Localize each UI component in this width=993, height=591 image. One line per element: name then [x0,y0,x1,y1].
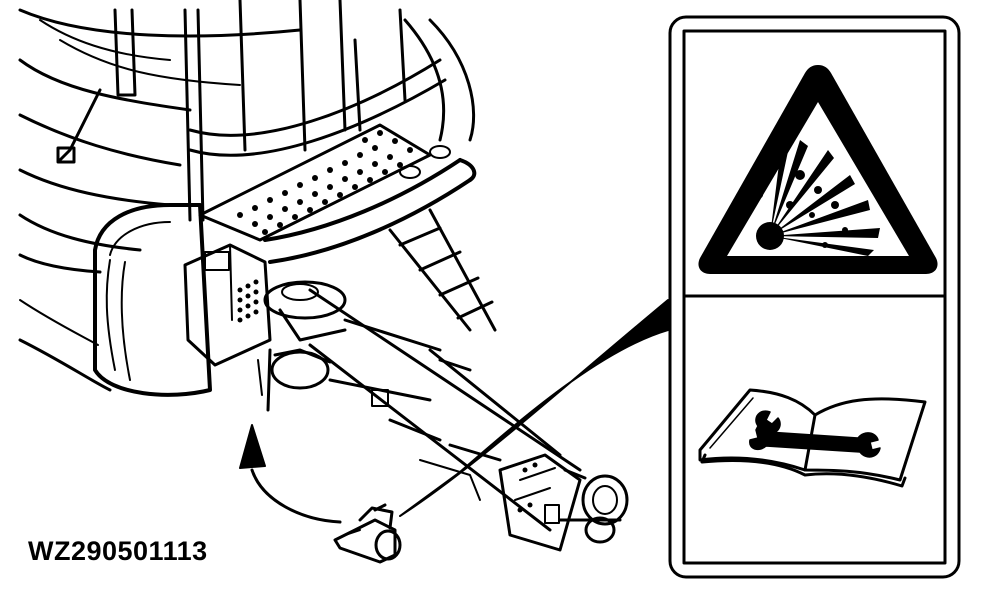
hitch-pin-detail [333,503,402,564]
explosion-hazard-icon [698,65,938,274]
hitch-bracket [183,243,272,412]
service-manual-icon [698,388,927,488]
rear-bumper [263,145,477,264]
cab-railing [56,0,447,222]
location-arrow [239,424,342,524]
machine-illustration [18,0,629,552]
safety-decal [668,15,961,579]
figure-id-label: WZ290501113 [28,536,208,566]
drawbar-coupler [498,453,629,552]
tow-hitch [263,280,347,390]
machine-body [18,8,476,274]
rear-fender [18,203,212,397]
decal-outer-border [668,15,961,579]
label-leader [399,299,669,517]
tow-drawbar [308,288,582,532]
access-ladder [388,208,497,332]
